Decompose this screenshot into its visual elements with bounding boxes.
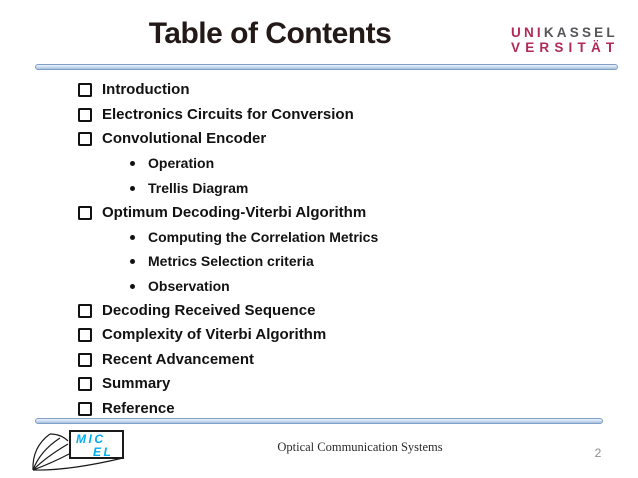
micel-logo-line2: EL: [93, 445, 113, 459]
dot-bullet-icon: [130, 283, 135, 289]
toc-item-label: Recent Advancement: [102, 350, 254, 368]
toc-item: Reference: [78, 399, 622, 418]
square-bullet-icon: [78, 377, 92, 391]
toc-item-label: Complexity of Viterbi Algorithm: [102, 326, 327, 343]
toc-subitem: Trellis Diagram: [78, 178, 622, 197]
table-of-contents-list: Introduction Electronics Circuits for Co…: [78, 80, 622, 423]
top-divider-line: [35, 64, 618, 70]
toc-item-label: Reference: [102, 399, 175, 417]
square-bullet-icon: [78, 132, 92, 146]
toc-item-label: Summary: [102, 375, 171, 392]
dot-bullet-icon: [130, 185, 135, 191]
micel-fan-drawing: [32, 433, 124, 471]
toc-subitem: Operation: [78, 154, 622, 173]
page-title: Table of Contents: [148, 17, 392, 50]
footer-course-title: Optical Communication Systems: [277, 440, 443, 454]
micel-logo-line1: MIC: [76, 432, 106, 446]
toc-item: Electronics Circuits for Conversion: [78, 105, 622, 124]
micel-logo-box: [69, 430, 124, 459]
toc-item-label: Decoding Received Sequence: [102, 301, 316, 319]
toc-item: Recent Advancement: [78, 350, 622, 369]
toc-item: Introduction: [78, 80, 622, 99]
micel-logo: MIC EL: [32, 430, 124, 471]
square-bullet-icon: [78, 303, 92, 318]
square-bullet-icon: [78, 205, 92, 220]
unikassel-logo-line1: UNIKASSEL: [511, 25, 629, 40]
toc-item: Summary: [78, 374, 622, 393]
square-bullet-icon: [78, 328, 92, 342]
page-number: 2: [594, 446, 602, 460]
square-bullet-icon: [78, 83, 92, 97]
toc-item: Decoding Received Sequence: [78, 301, 622, 320]
square-bullet-icon: [78, 352, 92, 367]
toc-item-label: Optimum Decoding-Viterbi Algorithm: [102, 203, 367, 221]
toc-subitem: Computing the Correlation Metrics: [78, 227, 622, 246]
unikassel-logo-uni: UNI: [511, 25, 544, 40]
toc-item-label: Computing the Correlation Metrics: [148, 228, 379, 245]
toc-item-label: Introduction: [102, 81, 190, 98]
toc-item-label: Observation: [148, 277, 230, 294]
dot-bullet-icon: [130, 259, 135, 264]
toc-item: Complexity of Viterbi Algorithm: [78, 325, 622, 344]
unikassel-logo-versitat: VERSITÄT: [511, 40, 620, 55]
toc-item-label: Operation: [148, 155, 215, 171]
dot-bullet-icon: [130, 234, 135, 240]
toc-item-label: Electronics Circuits for Conversion: [102, 105, 354, 123]
toc-item-label: Convolutional Encoder: [102, 130, 267, 147]
toc-item: Convolutional Encoder: [78, 129, 622, 148]
bottom-divider-line: [35, 418, 603, 424]
toc-item-label: Trellis Diagram: [148, 179, 249, 196]
square-bullet-icon: [78, 401, 92, 416]
unikassel-logo: UNIKASSEL VERSITÄT: [511, 25, 629, 55]
toc-subitem: Observation: [78, 276, 622, 295]
toc-subitem: Metrics Selection criteria: [78, 252, 622, 271]
toc-item-label: Metrics Selection criteria: [148, 253, 314, 269]
unikassel-logo-kassel: KASSEL: [543, 25, 618, 40]
toc-item: Optimum Decoding-Viterbi Algorithm: [78, 203, 622, 222]
dot-bullet-icon: [130, 161, 135, 166]
square-bullet-icon: [78, 107, 92, 122]
